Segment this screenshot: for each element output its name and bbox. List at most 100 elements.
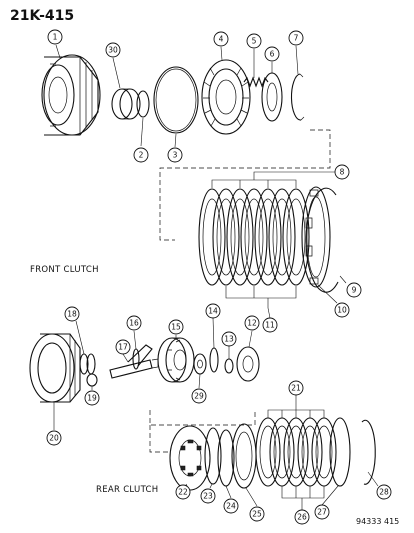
clutch-plate bbox=[240, 188, 268, 286]
svg-text:5: 5 bbox=[252, 37, 257, 46]
part-30-seal-ring bbox=[111, 88, 141, 120]
part-27-pressure-plate bbox=[329, 417, 351, 487]
clutch-plate bbox=[269, 417, 295, 487]
callout-27: 27 bbox=[314, 504, 330, 520]
part-1-retainer-housing bbox=[41, 54, 101, 136]
part-12-spring-retainer bbox=[236, 346, 260, 382]
part-6-spring-retainer bbox=[261, 72, 283, 122]
front-clutch-pack bbox=[198, 186, 339, 293]
svg-text:4: 4 bbox=[219, 35, 224, 44]
clutch-plate bbox=[268, 188, 296, 286]
part-20-rear-clutch-retainer bbox=[29, 333, 81, 403]
callout-8: 8 bbox=[334, 164, 350, 180]
part-29-thrust-washer bbox=[193, 353, 207, 375]
callout-1: 1 bbox=[47, 29, 63, 45]
part-7-snap-ring bbox=[290, 73, 305, 121]
clutch-plate bbox=[282, 188, 310, 286]
svg-text:16: 16 bbox=[129, 319, 139, 328]
svg-text:29: 29 bbox=[194, 392, 204, 401]
svg-text:1: 1 bbox=[53, 33, 58, 42]
part-13-snap-ring bbox=[224, 358, 234, 374]
clutch-plate bbox=[297, 417, 323, 487]
rear-clutch-label: REAR CLUTCH bbox=[96, 485, 159, 495]
bracket-11 bbox=[225, 286, 297, 308]
svg-text:3: 3 bbox=[173, 151, 178, 160]
svg-text:14: 14 bbox=[208, 307, 218, 316]
part-25-plate bbox=[231, 423, 257, 489]
part-15-hub bbox=[157, 337, 195, 383]
svg-text:15: 15 bbox=[171, 323, 181, 332]
assembly-bracket-front bbox=[159, 129, 331, 241]
svg-text:11: 11 bbox=[265, 321, 275, 330]
svg-text:24: 24 bbox=[226, 502, 236, 511]
svg-text:21: 21 bbox=[291, 384, 301, 393]
callout-30: 30 bbox=[105, 42, 121, 58]
part-19-thrust-washer bbox=[86, 373, 98, 387]
svg-text:7: 7 bbox=[294, 34, 299, 43]
callout-12: 12 bbox=[244, 315, 260, 331]
callout-16: 16 bbox=[126, 315, 142, 331]
clutch-plate bbox=[255, 417, 281, 487]
part-18-seal-rings bbox=[79, 353, 96, 375]
callout-28: 28 bbox=[376, 484, 392, 500]
callout-22: 22 bbox=[175, 484, 191, 500]
callout-9: 9 bbox=[346, 282, 362, 298]
callout-17: 17 bbox=[115, 339, 131, 355]
callout-29: 29 bbox=[191, 388, 207, 404]
callout-6: 6 bbox=[264, 46, 280, 62]
svg-text:20: 20 bbox=[49, 434, 59, 443]
clutch-plate bbox=[212, 188, 240, 286]
callout-3: 3 bbox=[167, 147, 183, 163]
svg-text:18: 18 bbox=[67, 310, 77, 319]
bracket-21 bbox=[267, 395, 325, 418]
svg-text:17: 17 bbox=[118, 343, 128, 352]
callout-23: 23 bbox=[200, 488, 216, 504]
clutch-plate bbox=[283, 417, 309, 487]
part-28-snap-ring bbox=[361, 419, 376, 485]
callout-20: 20 bbox=[46, 430, 62, 446]
leader-lines bbox=[53, 44, 379, 507]
page-code: 21K-415 bbox=[10, 8, 74, 24]
svg-text:22: 22 bbox=[178, 488, 188, 497]
svg-text:8: 8 bbox=[340, 168, 345, 177]
part-9-snap-ring bbox=[305, 187, 339, 293]
clutch-plate bbox=[254, 188, 282, 286]
front-clutch-label: FRONT CLUTCH bbox=[30, 265, 99, 275]
part-10-pressure-plate bbox=[301, 186, 331, 288]
svg-text:13: 13 bbox=[224, 335, 234, 344]
svg-text:23: 23 bbox=[203, 492, 213, 501]
part-2-seal bbox=[136, 90, 150, 118]
svg-text:27: 27 bbox=[317, 508, 327, 517]
callout-24: 24 bbox=[223, 498, 239, 514]
clutch-plate bbox=[226, 188, 254, 286]
bracket-8 bbox=[211, 171, 316, 188]
callout-25: 25 bbox=[249, 506, 265, 522]
assembly-bracket-rear bbox=[149, 410, 256, 453]
callout-26: 26 bbox=[294, 509, 310, 525]
svg-text:2: 2 bbox=[139, 151, 144, 160]
part-5-spring bbox=[243, 76, 269, 88]
svg-text:9: 9 bbox=[352, 286, 357, 295]
part-14-seal bbox=[209, 347, 219, 373]
callout-21: 21 bbox=[288, 380, 304, 396]
part-22-piston bbox=[169, 425, 211, 491]
callout-10: 10 bbox=[334, 302, 350, 318]
svg-text:6: 6 bbox=[270, 50, 275, 59]
callout-18: 18 bbox=[64, 306, 80, 322]
clutch-plate bbox=[198, 188, 226, 286]
svg-text:10: 10 bbox=[337, 306, 347, 315]
callout-7: 7 bbox=[288, 30, 304, 46]
svg-text:25: 25 bbox=[252, 510, 262, 519]
callout-11: 11 bbox=[262, 317, 278, 333]
part-23-spring bbox=[204, 427, 222, 485]
part-3-piston-seal bbox=[153, 66, 199, 134]
callout-4: 4 bbox=[213, 31, 229, 47]
svg-text:12: 12 bbox=[247, 319, 257, 328]
callout-2: 2 bbox=[133, 147, 149, 163]
part-4-clutch-piston bbox=[201, 59, 251, 135]
svg-text:26: 26 bbox=[297, 513, 307, 522]
callout-19: 19 bbox=[84, 390, 100, 406]
callout-13: 13 bbox=[221, 331, 237, 347]
drawing-reference: 94333 415 bbox=[356, 517, 399, 526]
